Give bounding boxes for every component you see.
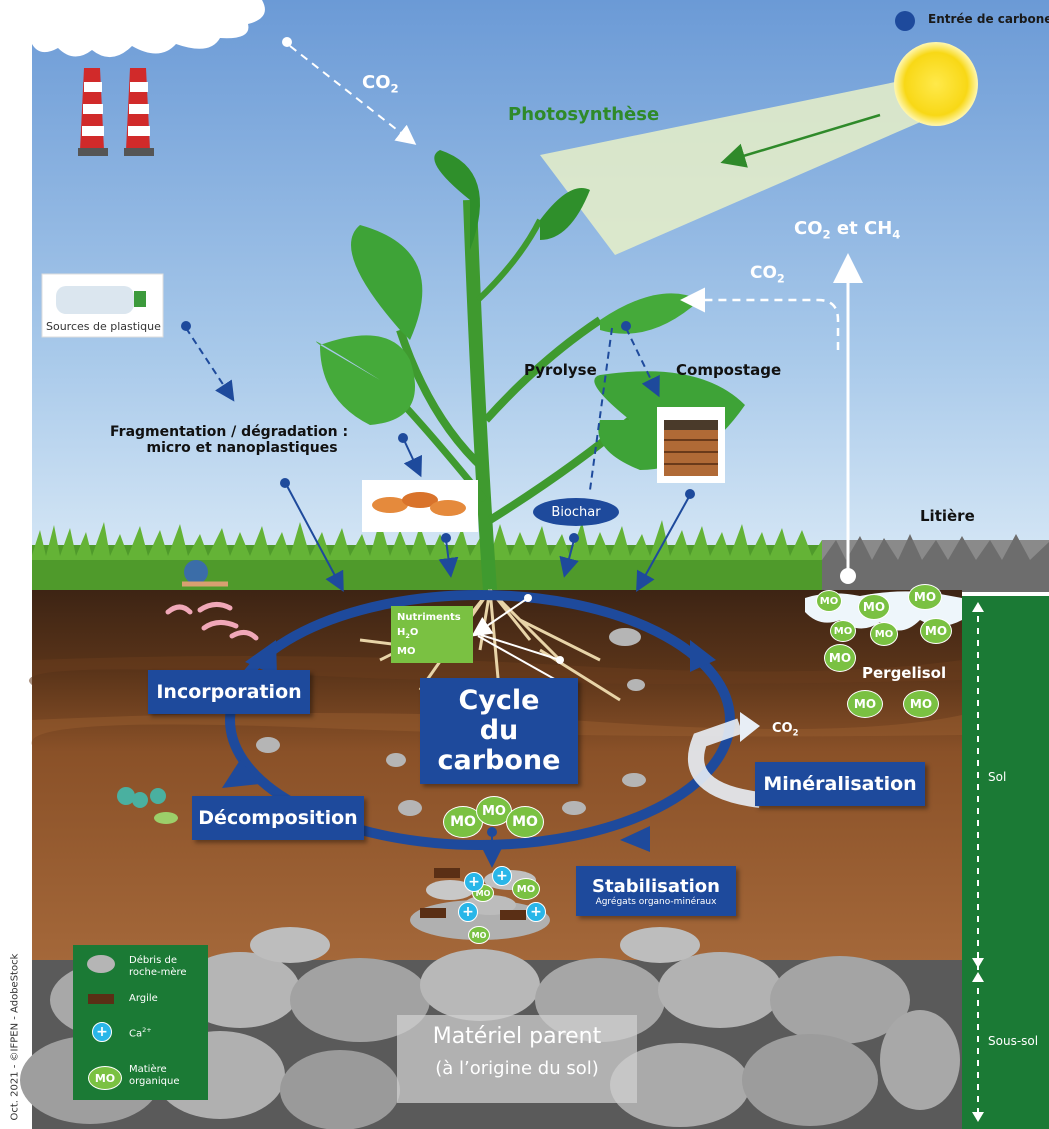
subsoil-depth-label: Sous-sol bbox=[988, 1034, 1039, 1048]
composting-label: Compostage bbox=[676, 361, 782, 379]
legend-calcium-icon: + bbox=[92, 1022, 112, 1042]
mineralisation-box: Minéralisation bbox=[755, 762, 925, 806]
sun-icon bbox=[894, 42, 978, 126]
fragmentation-label: Fragmentation / dégradation : micro et n… bbox=[110, 424, 349, 456]
depth-bar bbox=[962, 596, 1049, 1129]
mo-badge: MO bbox=[824, 644, 856, 672]
co2-ch4-label: CO2 et CH4 bbox=[794, 218, 901, 242]
carbon-cycle-box: Cycle du carbone bbox=[420, 678, 578, 784]
factory-icon bbox=[32, 0, 265, 156]
legend-clay-label: Argile bbox=[129, 993, 158, 1004]
mo-badge: MO bbox=[816, 590, 842, 612]
litter-label: Litière bbox=[920, 507, 975, 525]
mo-badge: MO bbox=[908, 584, 942, 610]
calcium-icon: + bbox=[492, 866, 512, 886]
compost-bin-icon bbox=[664, 420, 718, 476]
legend-mo-badge: MO bbox=[88, 1066, 122, 1090]
aggregate-pile bbox=[410, 868, 550, 940]
mo-badge: MO bbox=[920, 618, 952, 644]
pyrolysis-label: Pyrolyse bbox=[524, 361, 597, 379]
mo-badge: MO bbox=[903, 690, 939, 718]
credit-label: Oct. 2021 - ©IFPEN - AdobeStock bbox=[9, 953, 21, 1121]
decomposition-box: Décomposition bbox=[192, 796, 364, 840]
stabilisation-box: Stabilisation Agrégats organo-minéraux bbox=[576, 866, 736, 916]
cycle-arrow bbox=[225, 590, 735, 850]
mo-badge: MO bbox=[858, 594, 890, 620]
mo-badge: MO bbox=[512, 878, 540, 900]
photosynthesis-label: Photosynthèse bbox=[508, 104, 660, 125]
plastic-bottle-icon bbox=[56, 286, 146, 314]
worm-icon bbox=[165, 602, 259, 641]
co2-litter-label: CO2 bbox=[750, 263, 785, 286]
calcium-icon: + bbox=[458, 902, 478, 922]
parent-material-title: Matériel parent bbox=[432, 1024, 602, 1049]
co2-factory-label: CO2 bbox=[362, 72, 399, 96]
mo-badge: MO bbox=[468, 926, 490, 944]
parent-material-subtitle: (à l’origine du sol) bbox=[435, 1058, 599, 1079]
mo-badge: MO bbox=[506, 806, 544, 838]
calcium-icon: + bbox=[464, 872, 484, 892]
permafrost-label: Pergelisol bbox=[862, 664, 947, 682]
legend-debris-label: Débris de roche-mère bbox=[129, 955, 187, 978]
plastic-sources-label: Sources de plastique bbox=[46, 320, 161, 333]
legend-calcium-label: Ca2+ bbox=[129, 1026, 152, 1040]
leaf-litter-icon bbox=[372, 492, 466, 516]
calcium-icon: + bbox=[526, 902, 546, 922]
mo-badge: MO bbox=[847, 690, 883, 718]
nutrients-box: Nutriments H2O MO bbox=[391, 606, 473, 663]
carbon-input-dot bbox=[895, 11, 915, 31]
microbe-icon bbox=[117, 787, 178, 824]
biochar-badge: Biochar bbox=[533, 498, 619, 526]
incorporation-box: Incorporation bbox=[148, 670, 310, 714]
snail-icon bbox=[182, 560, 228, 587]
legend-carbon-input: Entrée de carbone bbox=[928, 12, 1049, 26]
legend-organic-matter-label: Matière organique bbox=[129, 1064, 180, 1087]
co2-mineralisation-label: CO2 bbox=[772, 721, 799, 738]
mo-badge: MO bbox=[830, 620, 856, 642]
mo-badge: MO bbox=[870, 622, 898, 646]
soil-depth-label: Sol bbox=[988, 770, 1007, 784]
